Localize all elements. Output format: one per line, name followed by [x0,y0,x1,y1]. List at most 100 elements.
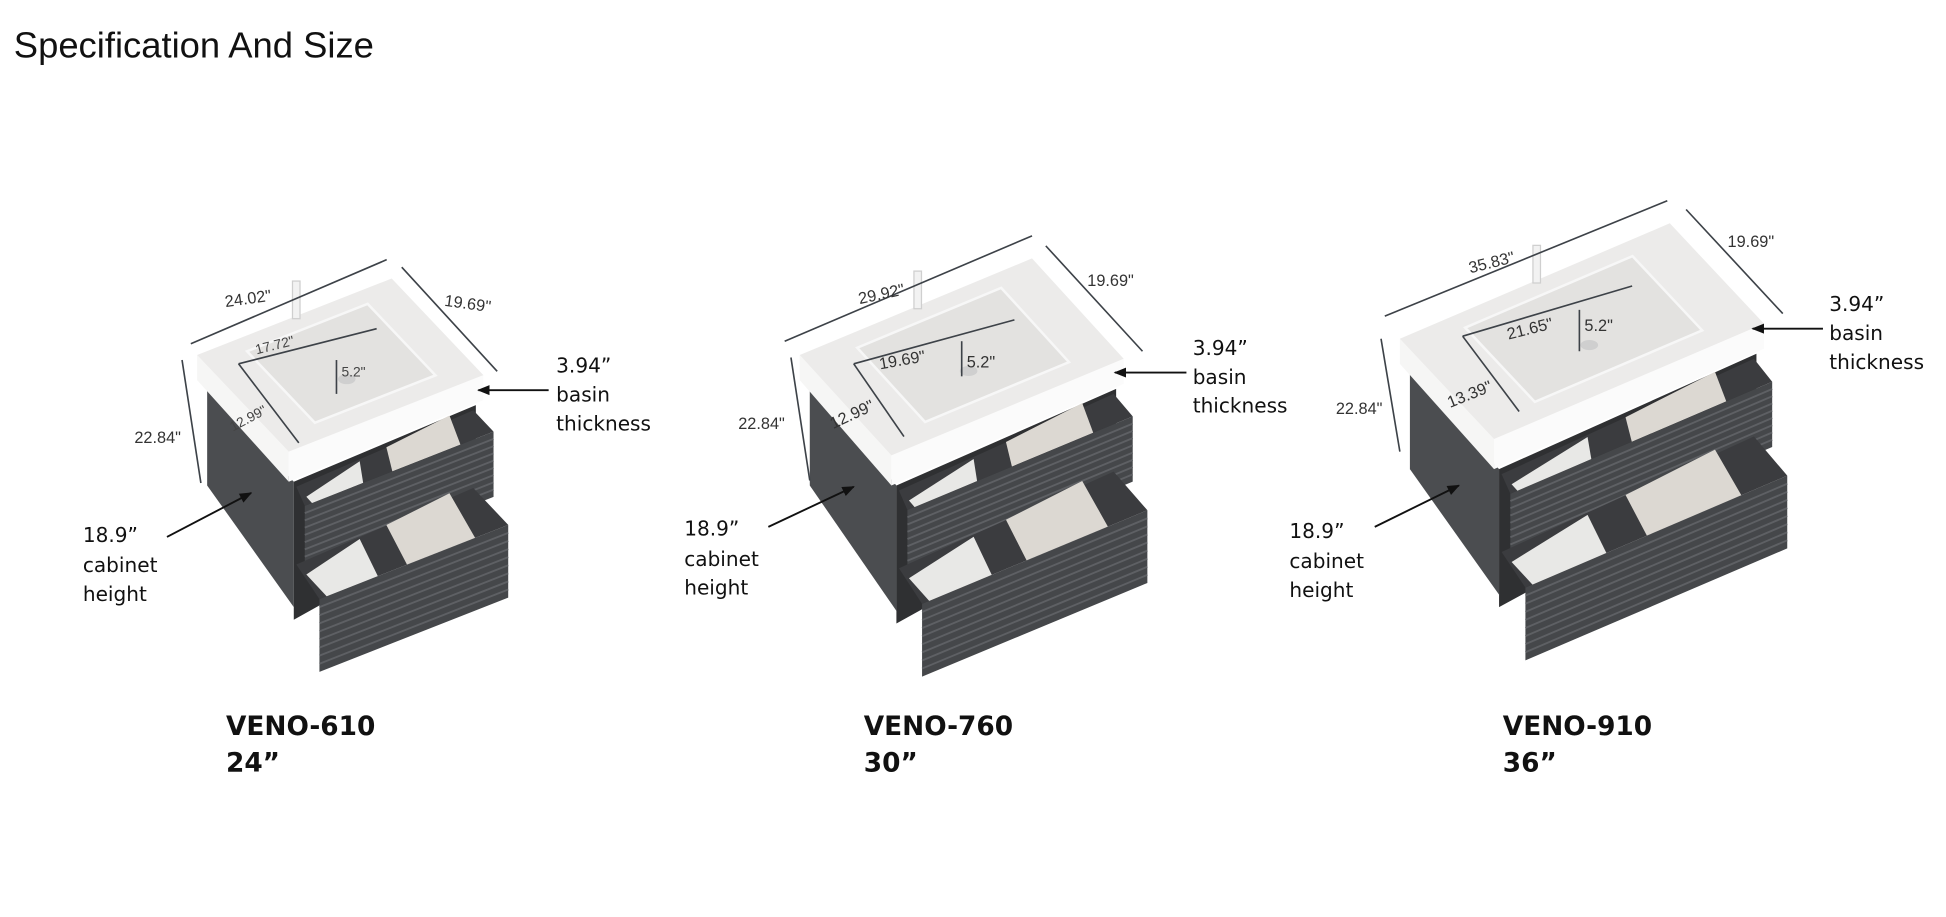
drawer-groove [304,452,494,529]
drawer-groove [319,540,509,617]
model-name: VENO-610 [226,712,375,742]
arrow-icon [166,492,253,538]
drawer-items [386,493,476,565]
basin-thickness-value: 3.94” [1193,336,1248,360]
drawer-groove [921,525,1148,621]
cabinet-height-label: height [684,576,748,600]
drawer-groove [304,474,494,551]
vanity-2 [1374,199,1823,661]
cabinet-height-label: cabinet [684,547,759,571]
depth-label: 19.69" [1087,272,1134,290]
drawer-groove [304,445,494,522]
countertop-front [197,355,289,482]
dimension-line [784,235,1033,342]
bowl-depth-label: 5.2" [341,364,365,379]
drawer-groove [1509,417,1773,531]
drawer-items [306,539,378,597]
basin-thickness-label: basin [556,382,610,406]
drawer-front [1525,475,1788,661]
drawer-groove [1509,424,1773,539]
drawer-groove [1525,531,1788,646]
drawer-groove [907,422,1134,519]
dimension-line [1462,285,1633,337]
drawer-items [1005,480,1108,561]
countertop-front [1399,338,1495,470]
drawer-groove [319,588,509,665]
drawer-groove [907,444,1134,540]
cabinet-height-value: 18.9” [1289,519,1344,543]
drawer-front [1510,381,1773,559]
drawer-items [908,459,978,508]
drawer-groove [921,557,1148,654]
height-label: 22.84" [1336,400,1383,418]
drawer-groove [1525,515,1788,629]
drawer-groove [1509,402,1773,517]
drawer-groove [921,541,1148,638]
countertop-side [1494,323,1764,470]
drawer-front [304,431,494,572]
drawer-items [306,461,364,504]
model-size: 30” [864,748,918,778]
faucet-icon [1532,244,1542,284]
product-veno-910: 35.83" 19.69" 22.84" 21.65" 13.39" 5.2" … [1289,233,1924,778]
drawer-front [922,510,1148,677]
drawer-items [1625,371,1727,442]
basin-thickness-value: 3.94” [556,354,611,378]
cabinet-side [809,385,897,611]
countertop-side [891,358,1124,486]
drain-icon [1580,340,1599,351]
dimension-line [790,357,811,481]
basin-thickness-label: thickness [1193,394,1288,418]
height-label: 22.84" [134,429,181,447]
dimension-line [1380,338,1401,452]
drawer-groove [304,459,494,536]
drawer-groove [1509,395,1773,510]
dimension-line [1685,208,1784,315]
faucet-icon [913,270,923,310]
basin [855,286,1072,424]
drawer-groove [319,572,509,649]
width-label: 24.02" [224,287,273,311]
drawer-items [386,415,461,472]
drawer-groove [921,533,1148,630]
dimension-line [190,258,388,345]
drawer-groove [921,549,1148,646]
cabinet-side [1409,368,1500,595]
cabinet-height-label: cabinet [1289,549,1364,573]
drawer-items [1511,514,1607,586]
depth-label: 19.69" [1728,233,1775,251]
drain-icon [337,374,356,385]
drawer-groove [319,580,509,657]
height-label: 22.84" [738,415,785,433]
drawer-groove [907,458,1134,555]
drawer-groove [1525,490,1788,605]
drawer-groove [907,437,1134,533]
drawer-groove [1509,409,1773,524]
drawer-front [907,416,1133,576]
dimension-line [1461,335,1520,412]
product-veno-760: 29.92" 19.69" 22.84" 19.69" 12.99" 5.2" … [684,272,1287,778]
cabinet-height-label: height [1289,578,1353,602]
basin-thickness-label: thickness [556,411,651,435]
arrow-icon [767,485,855,528]
drawer-groove [304,466,494,543]
basin-thickness-label: thickness [1829,350,1924,374]
drawer-groove [319,564,509,641]
vanity-illustrations [166,199,1823,677]
drawer-groove [921,517,1148,613]
basin-thickness-label: basin [1193,365,1247,389]
countertop-front [799,355,892,486]
drawer-groove [1525,523,1788,637]
drawer-groove [1525,507,1788,621]
dimension-line [181,359,202,484]
dimension-line [401,266,498,372]
bowl-depth-label: 5.2" [1584,317,1613,335]
drawer-groove [907,429,1134,526]
drawer-groove [304,437,494,514]
dimension-line [853,363,905,438]
product-veno-610: 24.02" 19.69" 22.84" 17.72" 12.99" 5.2" … [83,287,651,779]
basin-thickness-label: basin [1829,321,1883,345]
dimension-line [237,363,300,444]
cabinet-height-value: 18.9” [83,523,138,547]
